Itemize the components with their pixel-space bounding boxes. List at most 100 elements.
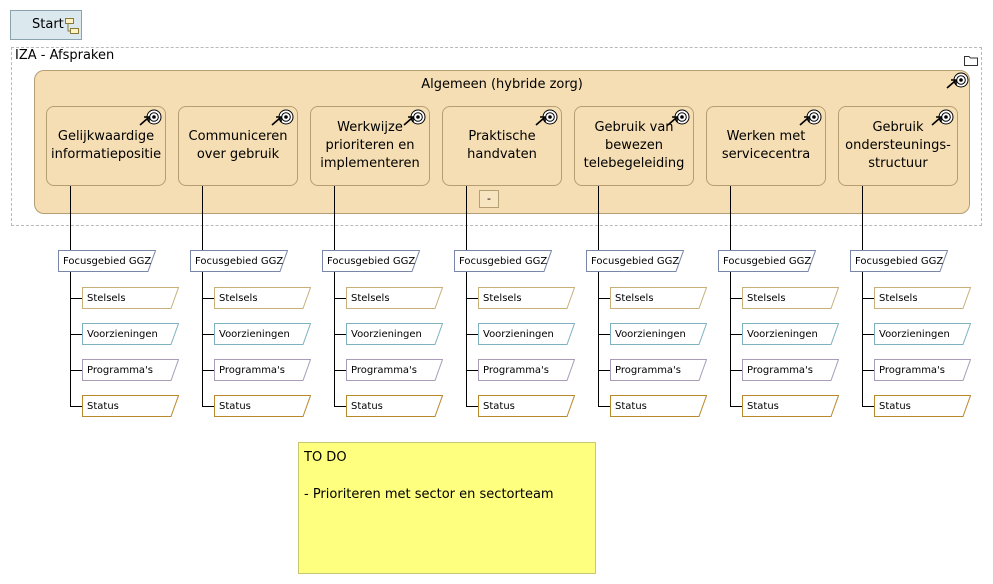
connector-line [730, 186, 731, 406]
programmas-flag[interactable]: Programma's [874, 359, 971, 381]
stelsels-flag[interactable]: Stelsels [874, 287, 971, 309]
start-button[interactable]: Start [10, 10, 82, 40]
status-flag[interactable]: Status [874, 395, 971, 417]
connector-branch [466, 406, 478, 407]
flag-label: Focusgebied GGZ [723, 255, 812, 267]
programmas-flag[interactable]: Programma's [214, 359, 311, 381]
focus-flag[interactable]: Focusgebied GGZ [718, 250, 816, 272]
flag-label: Stelsels [87, 292, 126, 304]
voorzieningen-flag[interactable]: Voorzieningen [610, 323, 707, 345]
voorzieningen-flag[interactable]: Voorzieningen [742, 323, 839, 345]
stelsels-flag[interactable]: Stelsels [742, 287, 839, 309]
connector-branch [598, 406, 610, 407]
status-flag[interactable]: Status [214, 395, 311, 417]
stelsels-flag[interactable]: Stelsels [82, 287, 179, 309]
connector-branch [334, 298, 346, 299]
status-flag[interactable]: Status [742, 395, 839, 417]
connector-branch [202, 370, 214, 371]
flag-label: Status [351, 400, 383, 412]
connector-branch [730, 298, 742, 299]
collapse-button[interactable]: - [479, 190, 499, 208]
goal-card-label: Gelijkwaardige informatiepositie [51, 129, 162, 162]
connector-branch [598, 334, 610, 335]
focus-flag[interactable]: Focusgebied GGZ [58, 250, 156, 272]
flag-label: Voorzieningen [747, 328, 818, 340]
focus-flag[interactable]: Focusgebied GGZ [586, 250, 684, 272]
connector-branch [730, 406, 742, 407]
connector-line [334, 186, 335, 406]
group-container [11, 47, 982, 226]
connector-branch [466, 298, 478, 299]
folder-icon[interactable] [964, 51, 978, 70]
note-title: TO DO [304, 450, 347, 465]
goal-card-label: Gebruik van bewezen telebegeleiding [583, 120, 685, 171]
goal-card-communiceren-over-gebruik[interactable]: Communiceren over gebruik [178, 106, 298, 186]
status-flag[interactable]: Status [346, 395, 443, 417]
focus-flag[interactable]: Focusgebied GGZ [190, 250, 288, 272]
goal-card-werkwijze-prioriteren[interactable]: Werkwijze prioriteren en implementeren [310, 106, 430, 186]
flag-label: Focusgebied GGZ [591, 255, 680, 267]
flag-label: Status [879, 400, 911, 412]
flag-label: Stelsels [483, 292, 522, 304]
flag-label: Focusgebied GGZ [195, 255, 284, 267]
goal-target-icon [269, 109, 295, 131]
voorzieningen-flag[interactable]: Voorzieningen [214, 323, 311, 345]
voorzieningen-flag[interactable]: Voorzieningen [478, 323, 575, 345]
focus-flag[interactable]: Focusgebied GGZ [322, 250, 420, 272]
focus-flag[interactable]: Focusgebied GGZ [454, 250, 552, 272]
goal-target-icon [533, 109, 559, 131]
connector-branch [466, 370, 478, 371]
connector-branch [334, 406, 346, 407]
flag-label: Focusgebied GGZ [327, 255, 416, 267]
programmas-flag[interactable]: Programma's [478, 359, 575, 381]
goal-card-bewezen-telebegeleiding[interactable]: Gebruik van bewezen telebegeleiding [574, 106, 694, 186]
voorzieningen-flag[interactable]: Voorzieningen [82, 323, 179, 345]
voorzieningen-flag[interactable]: Voorzieningen [346, 323, 443, 345]
todo-note[interactable]: TO DO - Prioriteren met sector en sector… [298, 442, 596, 574]
voorzieningen-flag[interactable]: Voorzieningen [874, 323, 971, 345]
flag-label: Status [615, 400, 647, 412]
goal-card-werken-met-servicecentra[interactable]: Werken met servicecentra [706, 106, 826, 186]
goal-target-icon [401, 109, 427, 131]
connector-line [202, 186, 203, 406]
status-flag[interactable]: Status [610, 395, 707, 417]
flag-label: Focusgebied GGZ [63, 255, 152, 267]
status-flag[interactable]: Status [82, 395, 179, 417]
goal-card-praktische-handvaten[interactable]: Praktische handvaten [442, 106, 562, 186]
goal-card-gelijkwaardige-informatiepositie[interactable]: Gelijkwaardige informatiepositie [46, 106, 166, 186]
flag-label: Programma's [351, 364, 418, 376]
programmas-flag[interactable]: Programma's [82, 359, 179, 381]
flag-label: Status [87, 400, 119, 412]
flag-label: Status [747, 400, 779, 412]
goal-card-ondersteuningsstructuur[interactable]: Gebruik ondersteunings-structuur [838, 106, 958, 186]
stelsels-flag[interactable]: Stelsels [214, 287, 311, 309]
flag-label: Programma's [483, 364, 550, 376]
flag-label: Voorzieningen [615, 328, 686, 340]
goal-card-label: Werken met servicecentra [721, 129, 811, 162]
connector-branch [862, 334, 874, 335]
goal-target-icon [944, 72, 970, 94]
goal-target-icon [797, 109, 823, 131]
process-icon [65, 18, 79, 38]
focus-flag[interactable]: Focusgebied GGZ [850, 250, 948, 272]
connector-branch [862, 370, 874, 371]
stelsels-flag[interactable]: Stelsels [346, 287, 443, 309]
flag-label: Programma's [87, 364, 154, 376]
connector-branch [334, 334, 346, 335]
programmas-flag[interactable]: Programma's [346, 359, 443, 381]
programmas-flag[interactable]: Programma's [610, 359, 707, 381]
goal-target-icon [137, 109, 163, 131]
stelsels-flag[interactable]: Stelsels [610, 287, 707, 309]
connector-branch [598, 298, 610, 299]
flag-label: Focusgebied GGZ [855, 255, 944, 267]
connector-line [466, 186, 467, 406]
flag-label: Programma's [879, 364, 946, 376]
connector-line [862, 186, 863, 406]
connector-branch [202, 334, 214, 335]
programmas-flag[interactable]: Programma's [742, 359, 839, 381]
connector-line [598, 186, 599, 406]
connector-branch [730, 334, 742, 335]
stelsels-flag[interactable]: Stelsels [478, 287, 575, 309]
flag-label: Programma's [747, 364, 814, 376]
status-flag[interactable]: Status [478, 395, 575, 417]
